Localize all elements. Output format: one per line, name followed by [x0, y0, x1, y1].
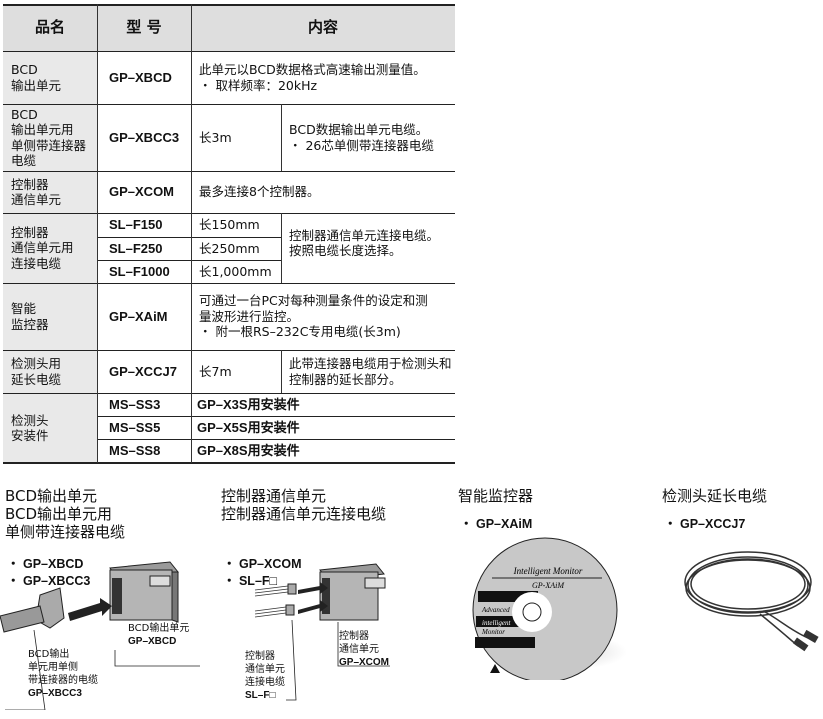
row-name: 检测头 安装件	[3, 393, 97, 463]
row-length: 长250mm	[199, 240, 260, 256]
label-model: GP–XBCC3	[28, 688, 82, 699]
row-model: SL–F1000	[109, 263, 170, 279]
xcom-unit-illustration	[254, 563, 390, 701]
row-model: MS–SS5	[109, 419, 161, 435]
row-name: 控制器 通信单元	[3, 171, 97, 213]
divider	[97, 260, 281, 261]
row-model: MS–SS8	[109, 443, 161, 459]
row-model: SL–F250	[109, 240, 163, 256]
figure-title: 智能监控器	[458, 487, 534, 505]
divider	[97, 416, 455, 417]
figure-bullet: ・ GP–XBCC3	[7, 574, 91, 588]
divider	[281, 350, 282, 393]
divider	[3, 283, 455, 284]
cd-text: Advanced	[481, 606, 510, 614]
figure-title: 检测头延长电缆	[662, 487, 768, 505]
row-content: 此带连接器电缆用于检测头和 控制器的延长部分。	[289, 356, 452, 387]
figure-bullet: ・ GP–XCCJ7	[664, 517, 746, 531]
cd-text: intelligent	[482, 619, 511, 627]
row-name: 检测头用 延长电缆	[3, 350, 97, 393]
figure-title: BCD输出单元 BCD输出单元用 单侧带连接器电缆	[5, 487, 126, 541]
cable-illustration	[684, 551, 819, 652]
cd-title: Intelligent Monitor	[513, 566, 583, 576]
divider	[3, 350, 455, 351]
row-length: 长7m	[199, 363, 232, 379]
figure-bullet: ・ GP–XBCD	[7, 557, 84, 571]
row-model: GP–XCCJ7	[109, 363, 177, 379]
bcd-unit-illustration	[0, 561, 200, 710]
row-name: 智能 监控器	[3, 283, 97, 350]
row-model: MS–SS3	[109, 396, 161, 412]
label-text: 控制器 通信单元	[339, 631, 379, 655]
row-content: BCD数据输出单元电缆。 ・ 26芯单侧带连接器电缆	[289, 122, 434, 153]
row-content: GP–X8S用安装件	[197, 443, 300, 459]
divider	[97, 439, 455, 440]
divider	[281, 213, 282, 283]
row-content: 最多连接8个控制器。	[199, 184, 320, 200]
row-length: 长3m	[199, 129, 232, 145]
row-model: SL–F150	[109, 217, 163, 233]
divider	[191, 4, 192, 463]
figure-bullet: ・ GP–XAiM	[460, 517, 533, 531]
row-length: 长150mm	[199, 217, 260, 233]
divider	[97, 4, 98, 463]
row-length: 长1,000mm	[199, 263, 272, 279]
divider	[97, 237, 281, 238]
row-name: BCD 输出单元用 单侧带连接器 电缆	[3, 104, 97, 171]
divider	[3, 213, 455, 214]
header-name: 品名	[3, 4, 97, 51]
divider	[3, 104, 455, 105]
divider	[281, 104, 282, 171]
cd-model: GP-XAiM	[532, 581, 565, 590]
row-content: GP–X3S用安装件	[197, 396, 300, 412]
row-model: GP–XBCC3	[109, 129, 180, 145]
row-name: BCD 输出单元	[3, 51, 97, 104]
figure-bullet: ・ GP–XCOM	[223, 557, 302, 571]
cd-text: Monitor	[481, 628, 505, 636]
row-content: GP–X5S用安装件	[197, 419, 300, 435]
label-text: BCD输出 单元用单侧 带连接器的电缆	[28, 649, 98, 686]
label-model: GP–XCOM	[339, 657, 390, 668]
row-model: GP–XAiM	[109, 308, 168, 324]
label-model: SL–F□	[245, 690, 276, 701]
divider	[3, 462, 455, 464]
divider	[3, 4, 455, 6]
row-content: 控制器通信单元连接电缆。 按照电缆长度选择。	[289, 227, 440, 259]
divider	[3, 171, 455, 172]
figure-title: 控制器通信单元 控制器通信单元连接电缆	[221, 487, 387, 523]
divider	[3, 393, 455, 394]
warning-icon	[490, 664, 500, 673]
header-model: 型 号	[97, 4, 191, 51]
cd-illustration: Intelligent Monitor GP-XAiM Advanced int…	[472, 537, 627, 680]
row-model: GP–XBCD	[109, 69, 172, 85]
divider	[3, 51, 455, 52]
row-model: GP–XCOM	[109, 184, 175, 200]
row-content: 此单元以BCD数据格式高速输出测量值。 ・ 取样频率：20kHz	[199, 62, 426, 93]
header-content: 内容	[191, 4, 455, 51]
row-content: 可通过一台PC对每种测量条件的设定和测 量波形进行监控。 ・ 附一根RS–232…	[199, 293, 428, 340]
row-name: 控制器 通信单元用 连接电缆	[3, 213, 97, 283]
label-text: BCD输出单元	[128, 623, 190, 634]
label-model: GP–XBCD	[128, 636, 177, 647]
figure-bullet: ・ SL–F□	[223, 574, 278, 588]
label-text: 控制器 通信单元 连接电缆	[245, 651, 285, 688]
